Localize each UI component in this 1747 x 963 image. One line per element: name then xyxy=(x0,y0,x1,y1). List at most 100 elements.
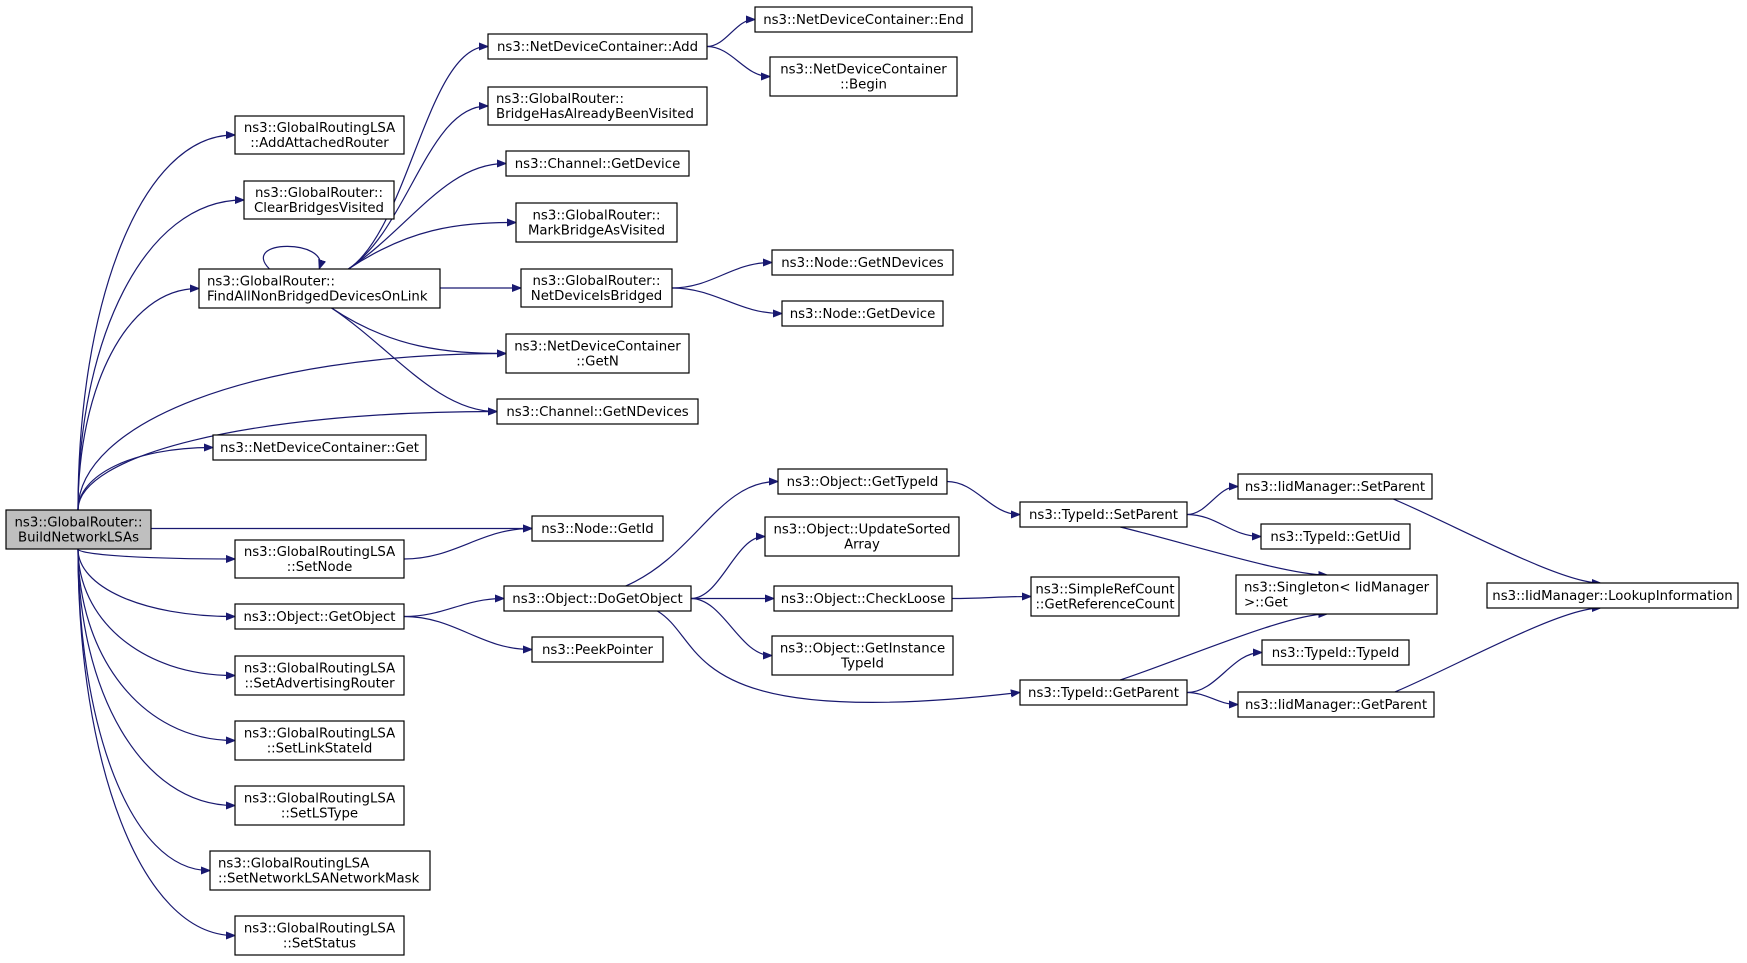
node-label-line: ::AddAttachedRouter xyxy=(250,136,389,151)
edge-root-to-ndcGetN xyxy=(77,354,505,511)
node-label-line: ::SetStatus xyxy=(283,937,356,952)
node-chanGetDevice[interactable]: ns3::Channel::GetDevice xyxy=(505,150,690,177)
edge-root-to-getObject xyxy=(77,548,234,617)
node-setNetMask[interactable]: ns3::GlobalRoutingLSA::SetNetworkLSANetw… xyxy=(209,850,431,891)
node-label-line: ns3::GlobalRoutingLSA xyxy=(244,727,395,742)
node-box xyxy=(234,115,405,155)
node-label-line: ns3::Object::UpdateSorted xyxy=(773,523,950,538)
node-setNode[interactable]: ns3::GlobalRoutingLSA::SetNode xyxy=(234,539,405,579)
edge-setNode-to-nodeGetId xyxy=(403,529,531,560)
edge-netDevBridged-to-nodeGetNDevices xyxy=(671,263,771,289)
node-box xyxy=(1019,679,1188,706)
node-setLinkStateId[interactable]: ns3::GlobalRoutingLSA::SetLinkStateId xyxy=(234,720,405,761)
node-ndcEnd[interactable]: ns3::NetDeviceContainer::End xyxy=(754,6,973,33)
node-label-line: ::GetN xyxy=(576,355,619,370)
edge-typeIdGetParent-to-typeIdTypeId xyxy=(1186,653,1261,694)
node-box xyxy=(771,635,954,676)
node-typeIdTypeId[interactable]: ns3::TypeId::TypeId xyxy=(1261,639,1410,666)
edge-root-to-setStatus xyxy=(77,548,234,936)
node-addAttachedRouter[interactable]: ns3::GlobalRoutingLSA::AddAttachedRouter xyxy=(234,115,405,155)
edge-root-to-chanGetNDevices xyxy=(77,412,496,511)
node-label-line: ns3::NetDeviceContainer::End xyxy=(763,13,964,28)
node-markBridge[interactable]: ns3::GlobalRouter::MarkBridgeAsVisited xyxy=(515,202,678,243)
node-box xyxy=(1486,582,1739,609)
node-label-line: ns3::Channel::GetNDevices xyxy=(506,405,688,420)
node-getObject[interactable]: ns3::Object::GetObject xyxy=(234,603,405,630)
node-label-line: BuildNetworkLSAs xyxy=(18,531,139,546)
node-label-line: ns3::IidManager::GetParent xyxy=(1245,698,1427,713)
edge-objGetTypeId-to-typeIdSetParent xyxy=(946,480,1019,515)
node-label-line: ns3::TypeId::TypeId xyxy=(1272,646,1400,661)
node-simpleRefCount[interactable]: ns3::SimpleRefCount::GetReferenceCount xyxy=(1030,576,1180,617)
node-label-line: ns3::GlobalRouter:: xyxy=(533,274,661,289)
node-label-line: ns3::Node::GetId xyxy=(541,522,654,537)
node-layer: ns3::GlobalRouter::BuildNetworkLSAsns3::… xyxy=(5,6,1739,956)
node-setLSType[interactable]: ns3::GlobalRoutingLSA::SetLSType xyxy=(234,785,405,826)
node-label-line: ns3::Node::GetNDevices xyxy=(781,256,944,271)
node-peekPointer[interactable]: ns3::PeekPointer xyxy=(531,636,664,663)
edge-doGetObject-to-objUpdateSorted xyxy=(690,537,764,600)
node-findAll[interactable]: ns3::GlobalRouter::FindAllNonBridgedDevi… xyxy=(198,268,441,309)
node-setStatus[interactable]: ns3::GlobalRoutingLSA::SetStatus xyxy=(234,915,405,956)
node-label-line: ns3::TypeId::SetParent xyxy=(1029,508,1178,523)
edge-objCheckLoose-to-simpleRefCount xyxy=(951,597,1030,599)
node-setAdvRouter[interactable]: ns3::GlobalRoutingLSA::SetAdvertisingRou… xyxy=(234,655,405,696)
node-iidSetParent[interactable]: ns3::IidManager::SetParent xyxy=(1237,473,1433,500)
node-label-line: ns3::GlobalRoutingLSA xyxy=(244,545,395,560)
node-box xyxy=(198,268,441,309)
node-netDevBridged[interactable]: ns3::GlobalRouter::NetDeviceIsBridged xyxy=(520,268,673,308)
node-ndcGetN[interactable]: ns3::NetDeviceContainer::GetN xyxy=(505,333,690,374)
node-label-line: ns3::GlobalRouter:: xyxy=(496,92,624,107)
node-doGetObject[interactable]: ns3::Object::DoGetObject xyxy=(503,585,692,612)
node-label-line: ::SetNode xyxy=(287,560,353,575)
edge-typeIdSetParent-to-iidSetParent xyxy=(1186,487,1237,516)
node-label-line: TypeId xyxy=(840,657,884,672)
edge-root-to-clearBridgesVisited xyxy=(77,200,243,511)
node-bridgeVisited[interactable]: ns3::GlobalRouter::BridgeHasAlreadyBeenV… xyxy=(487,86,708,126)
node-iidLookup[interactable]: ns3::IidManager::LookupInformation xyxy=(1486,582,1739,609)
node-ndcGet[interactable]: ns3::NetDeviceContainer::Get xyxy=(212,434,427,461)
node-box xyxy=(754,6,973,33)
edge-root-to-setAdvRouter xyxy=(77,548,234,676)
node-root[interactable]: ns3::GlobalRouter::BuildNetworkLSAs xyxy=(5,509,152,550)
edge-layer xyxy=(77,20,1600,936)
node-ndcBegin[interactable]: ns3::NetDeviceContainer::Begin xyxy=(769,56,958,97)
node-box xyxy=(487,86,708,126)
node-box xyxy=(243,180,395,220)
node-box xyxy=(234,720,405,761)
node-objGetTypeId[interactable]: ns3::Object::GetTypeId xyxy=(777,468,948,495)
edge-typeIdGetParent-to-singletonGet xyxy=(1120,614,1326,681)
node-typeIdSetParent[interactable]: ns3::TypeId::SetParent xyxy=(1019,501,1188,528)
node-label-line: ::SetLinkStateId xyxy=(267,742,373,757)
node-label-line: ns3::IidManager::LookupInformation xyxy=(1492,589,1732,604)
node-box xyxy=(531,636,664,663)
node-label-line: FindAllNonBridgedDevicesOnLink xyxy=(207,290,428,305)
node-label-line: ns3::NetDeviceContainer::Add xyxy=(497,40,698,55)
node-box xyxy=(1237,473,1433,500)
node-label-line: ::SetAdvertisingRouter xyxy=(244,677,395,692)
edge-doGetObject-to-objGetInstance xyxy=(690,597,771,656)
node-box xyxy=(234,603,405,630)
node-iidGetParent[interactable]: ns3::IidManager::GetParent xyxy=(1237,691,1435,718)
node-nodeGetId[interactable]: ns3::Node::GetId xyxy=(531,515,664,542)
node-box xyxy=(781,300,944,327)
node-objCheckLoose[interactable]: ns3::Object::CheckLoose xyxy=(773,585,953,612)
node-ndcAdd[interactable]: ns3::NetDeviceContainer::Add xyxy=(487,33,708,60)
node-label-line: MarkBridgeAsVisited xyxy=(528,224,665,239)
node-typeIdGetParent[interactable]: ns3::TypeId::GetParent xyxy=(1019,679,1188,706)
node-nodeGetNDevices[interactable]: ns3::Node::GetNDevices xyxy=(771,249,954,276)
node-typeIdGetUid[interactable]: ns3::TypeId::GetUid xyxy=(1260,523,1411,550)
node-singletonGet[interactable]: ns3::Singleton< IidManager>::Get xyxy=(1235,574,1438,615)
node-label-line: ns3::NetDeviceContainer::Get xyxy=(220,441,419,456)
edge-findAll-to-ndcGetN xyxy=(331,307,505,354)
node-label-line: ::GetReferenceCount xyxy=(1035,598,1174,613)
node-chanGetNDevices[interactable]: ns3::Channel::GetNDevices xyxy=(496,398,699,425)
node-label-line: ClearBridgesVisited xyxy=(254,201,384,216)
node-clearBridgesVisited[interactable]: ns3::GlobalRouter::ClearBridgesVisited xyxy=(243,180,395,220)
node-nodeGetDevice[interactable]: ns3::Node::GetDevice xyxy=(781,300,944,327)
node-label-line: Array xyxy=(844,538,880,553)
edge-findAll-to-chanGetNDevices xyxy=(331,307,496,412)
node-box xyxy=(777,468,948,495)
